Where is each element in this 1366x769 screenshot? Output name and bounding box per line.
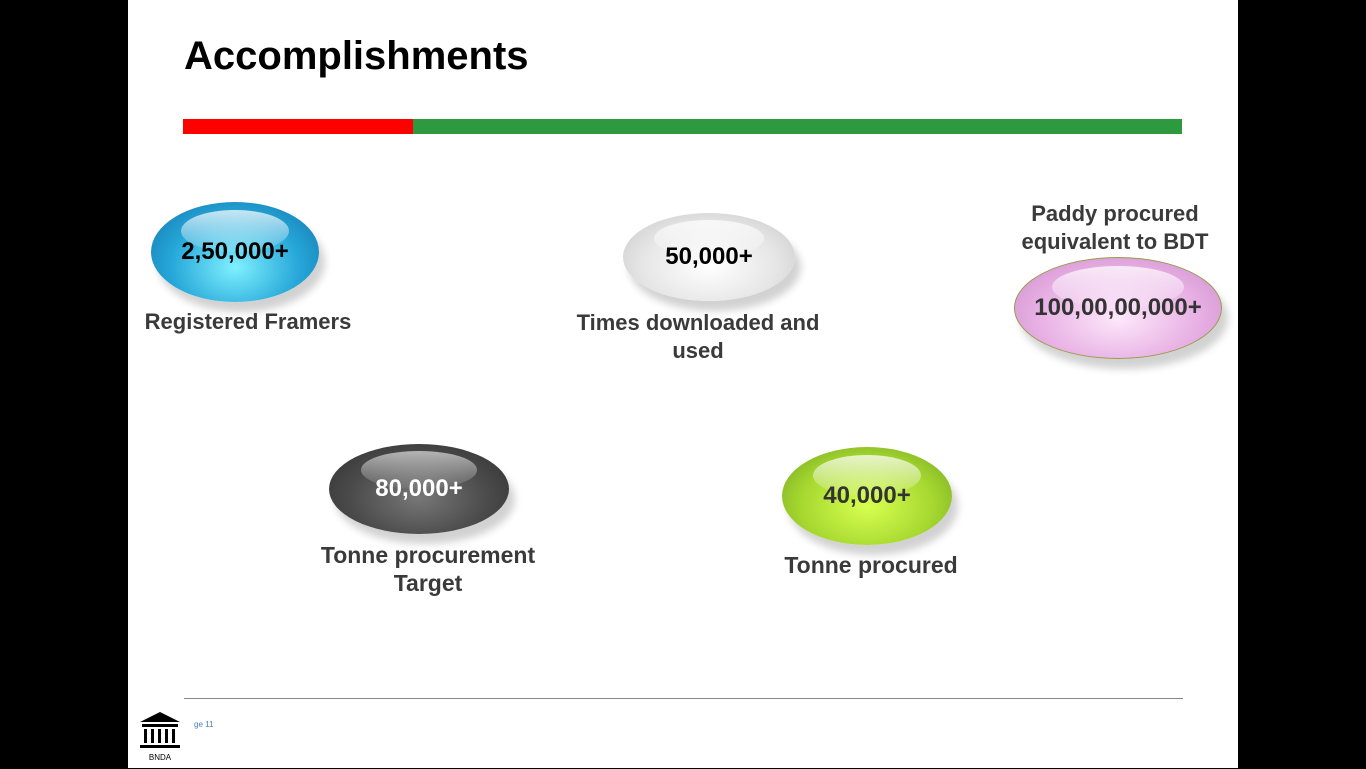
- page-number: ge 11: [194, 720, 214, 729]
- slide: Accomplishments 2,50,000+ Registered Fra…: [128, 0, 1238, 768]
- stat-oval-downloads: 50,000+: [623, 213, 795, 301]
- stat-label: Tonne procurement Target: [320, 542, 536, 596]
- title-bar-red: [183, 119, 413, 134]
- stat-value: 80,000+: [375, 475, 463, 502]
- stat-label: Registered Framers: [144, 309, 352, 334]
- bnda-logo: BNDA: [138, 710, 182, 764]
- stat-label: Paddy procured equivalent to BDT: [1021, 201, 1209, 254]
- footer-divider: [184, 698, 1183, 699]
- stat-oval-paddy-bdt: 100,00,00,000+: [1014, 257, 1222, 359]
- stat-value: 50,000+: [665, 243, 753, 270]
- building-icon: BNDA: [140, 712, 180, 762]
- stat-value: 40,000+: [823, 482, 911, 509]
- title-bar-green: [413, 119, 1182, 134]
- stat-label: Tonne procured: [784, 552, 958, 578]
- stat-oval-registered-farmers: 2,50,000+: [151, 202, 319, 302]
- stat-value: 2,50,000+: [181, 238, 289, 265]
- stat-label: Times downloaded and used: [576, 310, 820, 363]
- stat-oval-procurement-target: 80,000+: [329, 444, 509, 534]
- slide-title: Accomplishments: [184, 34, 529, 78]
- svg-text:BNDA: BNDA: [149, 753, 172, 762]
- stat-value: 100,00,00,000+: [1034, 294, 1202, 321]
- stat-oval-tonne-procured: 40,000+: [782, 447, 952, 545]
